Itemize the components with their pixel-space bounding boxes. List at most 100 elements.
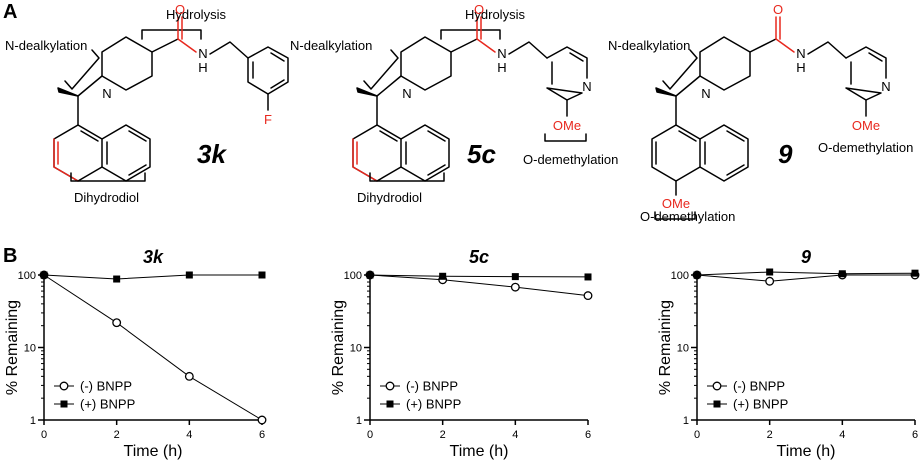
atom-n-piperidine-5c: N: [402, 86, 411, 101]
label-ndealkylation-3k: N-dealkylation: [5, 38, 87, 53]
label-dihydrodiol-5c: Dihydrodiol: [357, 190, 422, 205]
chart-2-x-tick-label: 2: [767, 429, 773, 441]
chart-1-series-1-point: [511, 273, 519, 281]
chart-0-series-1-point: [40, 271, 48, 279]
chart-0-x-tick-label: 2: [114, 429, 120, 441]
chart-1-x-tick-label: 2: [440, 429, 446, 441]
atom-o-amide-9: O: [773, 2, 783, 17]
atom-n-pyridine-9: N: [881, 79, 890, 94]
dihydrodiol-site-5c: [352, 138, 378, 182]
label-odemethylation-naphthalene-9: O-demethylation: [640, 209, 735, 224]
compound-label-5c: 5c: [467, 139, 496, 169]
chart-1-x-tick-label: 6: [585, 429, 591, 441]
atom-f-3k: F: [264, 112, 272, 127]
dihydrodiol-bracket-5c: [369, 172, 445, 182]
atom-h-amide-3k: H: [198, 60, 207, 75]
chart-1-y-tick-label: 100: [344, 270, 362, 282]
chart-0-series-0-point: [112, 318, 122, 328]
chart-2-legend-label-1: (+) BNPP: [733, 397, 788, 412]
atom-n-amide-9: N: [796, 46, 805, 61]
chart-1-legend-marker-1: [386, 400, 394, 408]
piperidine-ring-3k: [101, 36, 153, 91]
label-hydrolysis-3k: Hydrolysis: [166, 7, 226, 22]
atom-o-amide-5c: O: [474, 2, 484, 17]
atom-h-amide-9: H: [796, 60, 805, 75]
chart-2-legend-marker-0: [712, 381, 722, 391]
chart-2-x-tick-label: 0: [694, 429, 700, 441]
chart-1-legend-marker-0: [385, 381, 395, 391]
chart-0-x-axis-label: Time (h): [124, 443, 183, 460]
chart-1-title: 5c: [469, 247, 489, 267]
chart-0-x-tick-label: 4: [186, 429, 192, 441]
chart-0-series-0-point: [257, 415, 267, 425]
chart-2-x-axis-label: Time (h): [777, 443, 836, 460]
chart-0-legend-marker-0: [59, 381, 69, 391]
chart-2-x-tick-label: 6: [912, 429, 918, 441]
chart-0-y-tick-label: 10: [24, 343, 36, 355]
chart-2-y-axis-label: % Remaining: [657, 300, 674, 395]
chart-2-legend-label-0: (-) BNPP: [733, 379, 785, 394]
chart-2-series-1-line: [696, 271, 916, 276]
dihydrodiol-site-3k: [53, 138, 79, 182]
chart-0-series-0-line: [43, 274, 263, 421]
atom-n-amide-5c: N: [497, 46, 506, 61]
chart-0-legend-marker-1: [60, 400, 68, 408]
structure-3k: [53, 16, 289, 182]
chart-0-legend-label-0: (-) BNPP: [80, 379, 132, 394]
compound-label-3k: 3k: [197, 139, 227, 169]
chart-0-series-1-point: [258, 271, 266, 279]
chart-0-y-tick-label: 100: [18, 270, 36, 282]
chart-0-y-tick-label: 1: [30, 415, 36, 427]
chart-1-series-1-point: [439, 272, 447, 280]
chart-0-title: 3k: [143, 247, 164, 267]
chart-1-y-tick-label: 10: [350, 343, 362, 355]
atom-o-amide-3k: O: [175, 2, 185, 17]
atom-n-piperidine-9: N: [701, 86, 710, 101]
label-ndealkylation-9: N-dealkylation: [608, 38, 690, 53]
chart-0-x-tick-label: 0: [41, 429, 47, 441]
chart-0-series-1-point: [185, 271, 193, 279]
label-ndealkylation-5c: N-dealkylation: [290, 38, 372, 53]
chart-1-y-tick-label: 1: [356, 415, 362, 427]
panel-letter-b: B: [3, 245, 17, 267]
chart-0-legend-label-1: (+) BNPP: [80, 397, 135, 412]
chart-1-legend-label-0: (-) BNPP: [406, 379, 458, 394]
chart-2-series-1-point: [693, 271, 701, 279]
chart-1-x-tick-label: 0: [367, 429, 373, 441]
panel-letter-a: A: [3, 1, 17, 23]
chart-0-y-axis-label: % Remaining: [4, 300, 21, 395]
chart-0-series-1-line: [43, 274, 262, 280]
atom-ome-naphthalene-9: OMe: [662, 196, 690, 211]
odemethylation-bracket-5c: [544, 133, 587, 142]
chart-0-series-1-point: [113, 275, 121, 283]
label-odemethylation-pyridine-9: O-demethylation: [818, 140, 913, 155]
compound-label-9: 9: [778, 139, 793, 169]
odemethylation-bracket-naph-9: [654, 211, 696, 220]
chart-0-series-0-point: [184, 371, 194, 381]
chart-1-series-1-point: [584, 273, 592, 281]
chart-2-series-1-point: [766, 268, 774, 276]
hydrolysis-bracket-3k: [141, 29, 202, 40]
chart-2-series-1-point: [838, 270, 846, 278]
atom-n-piperidine-3k: N: [102, 86, 111, 101]
atom-n-amide-3k: N: [198, 46, 207, 61]
atom-ome-pyridine-9: OMe: [852, 118, 880, 133]
chart-1-series-0-point: [510, 282, 520, 292]
chart-2-y-tick-label: 10: [677, 343, 689, 355]
structure-5c: [352, 16, 588, 182]
chart-1-y-axis-label: % Remaining: [330, 300, 347, 395]
atom-ome-5c: OMe: [553, 118, 581, 133]
chart-1-series-1-point: [366, 271, 374, 279]
hydrolysis-bracket-5c: [440, 29, 501, 40]
chart-2-x-tick-label: 4: [839, 429, 845, 441]
chart-1-series-1-line: [369, 274, 589, 278]
chart-2-series-0-point: [765, 276, 775, 286]
chart-2-y-tick-label: 1: [683, 415, 689, 427]
chart-1-x-axis-label: Time (h): [450, 443, 509, 460]
atom-h-amide-5c: H: [497, 60, 506, 75]
dihydrodiol-bracket-3k: [70, 172, 146, 182]
chart-1-series-0-line: [369, 274, 589, 297]
chart-1-x-tick-label: 4: [512, 429, 518, 441]
